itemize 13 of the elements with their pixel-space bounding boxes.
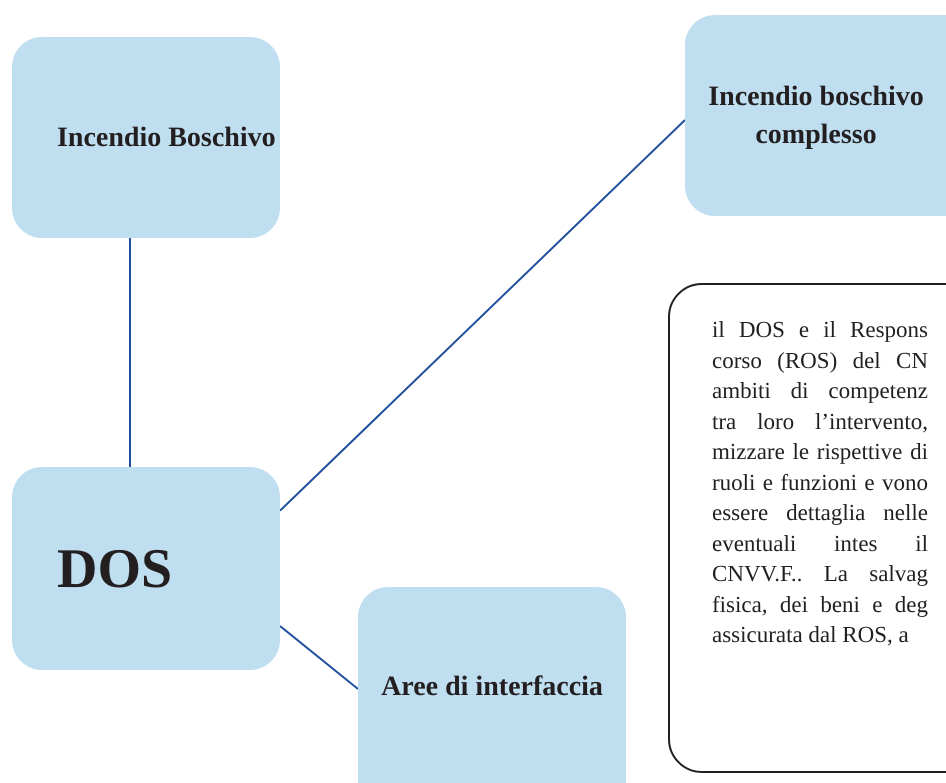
process-box <box>685 15 946 216</box>
node-label: Incendio boschivo complesso <box>707 80 925 152</box>
node-label: Aree di interfaccia <box>381 670 603 704</box>
process-box <box>358 587 626 783</box>
process-box <box>12 37 280 238</box>
node-label: Incendio Boschivo <box>57 120 276 154</box>
process-box <box>12 467 280 670</box>
connector-line <box>279 625 359 690</box>
node-label: DOS <box>57 536 172 600</box>
note-text: il DOS e il Respons corso (ROS) del CN ambiti di competenz tra loro l’intervento, mizzare le rispettive di ruoli e funzioni e vono essere dettaglia nelle eventuali intes il CNVV.F.. La salvag fisica, dei beni e deg assicurata dal ROS, a <box>712 316 928 649</box>
connector-line <box>279 119 686 512</box>
connector-line <box>129 238 131 467</box>
note-box <box>668 283 946 773</box>
